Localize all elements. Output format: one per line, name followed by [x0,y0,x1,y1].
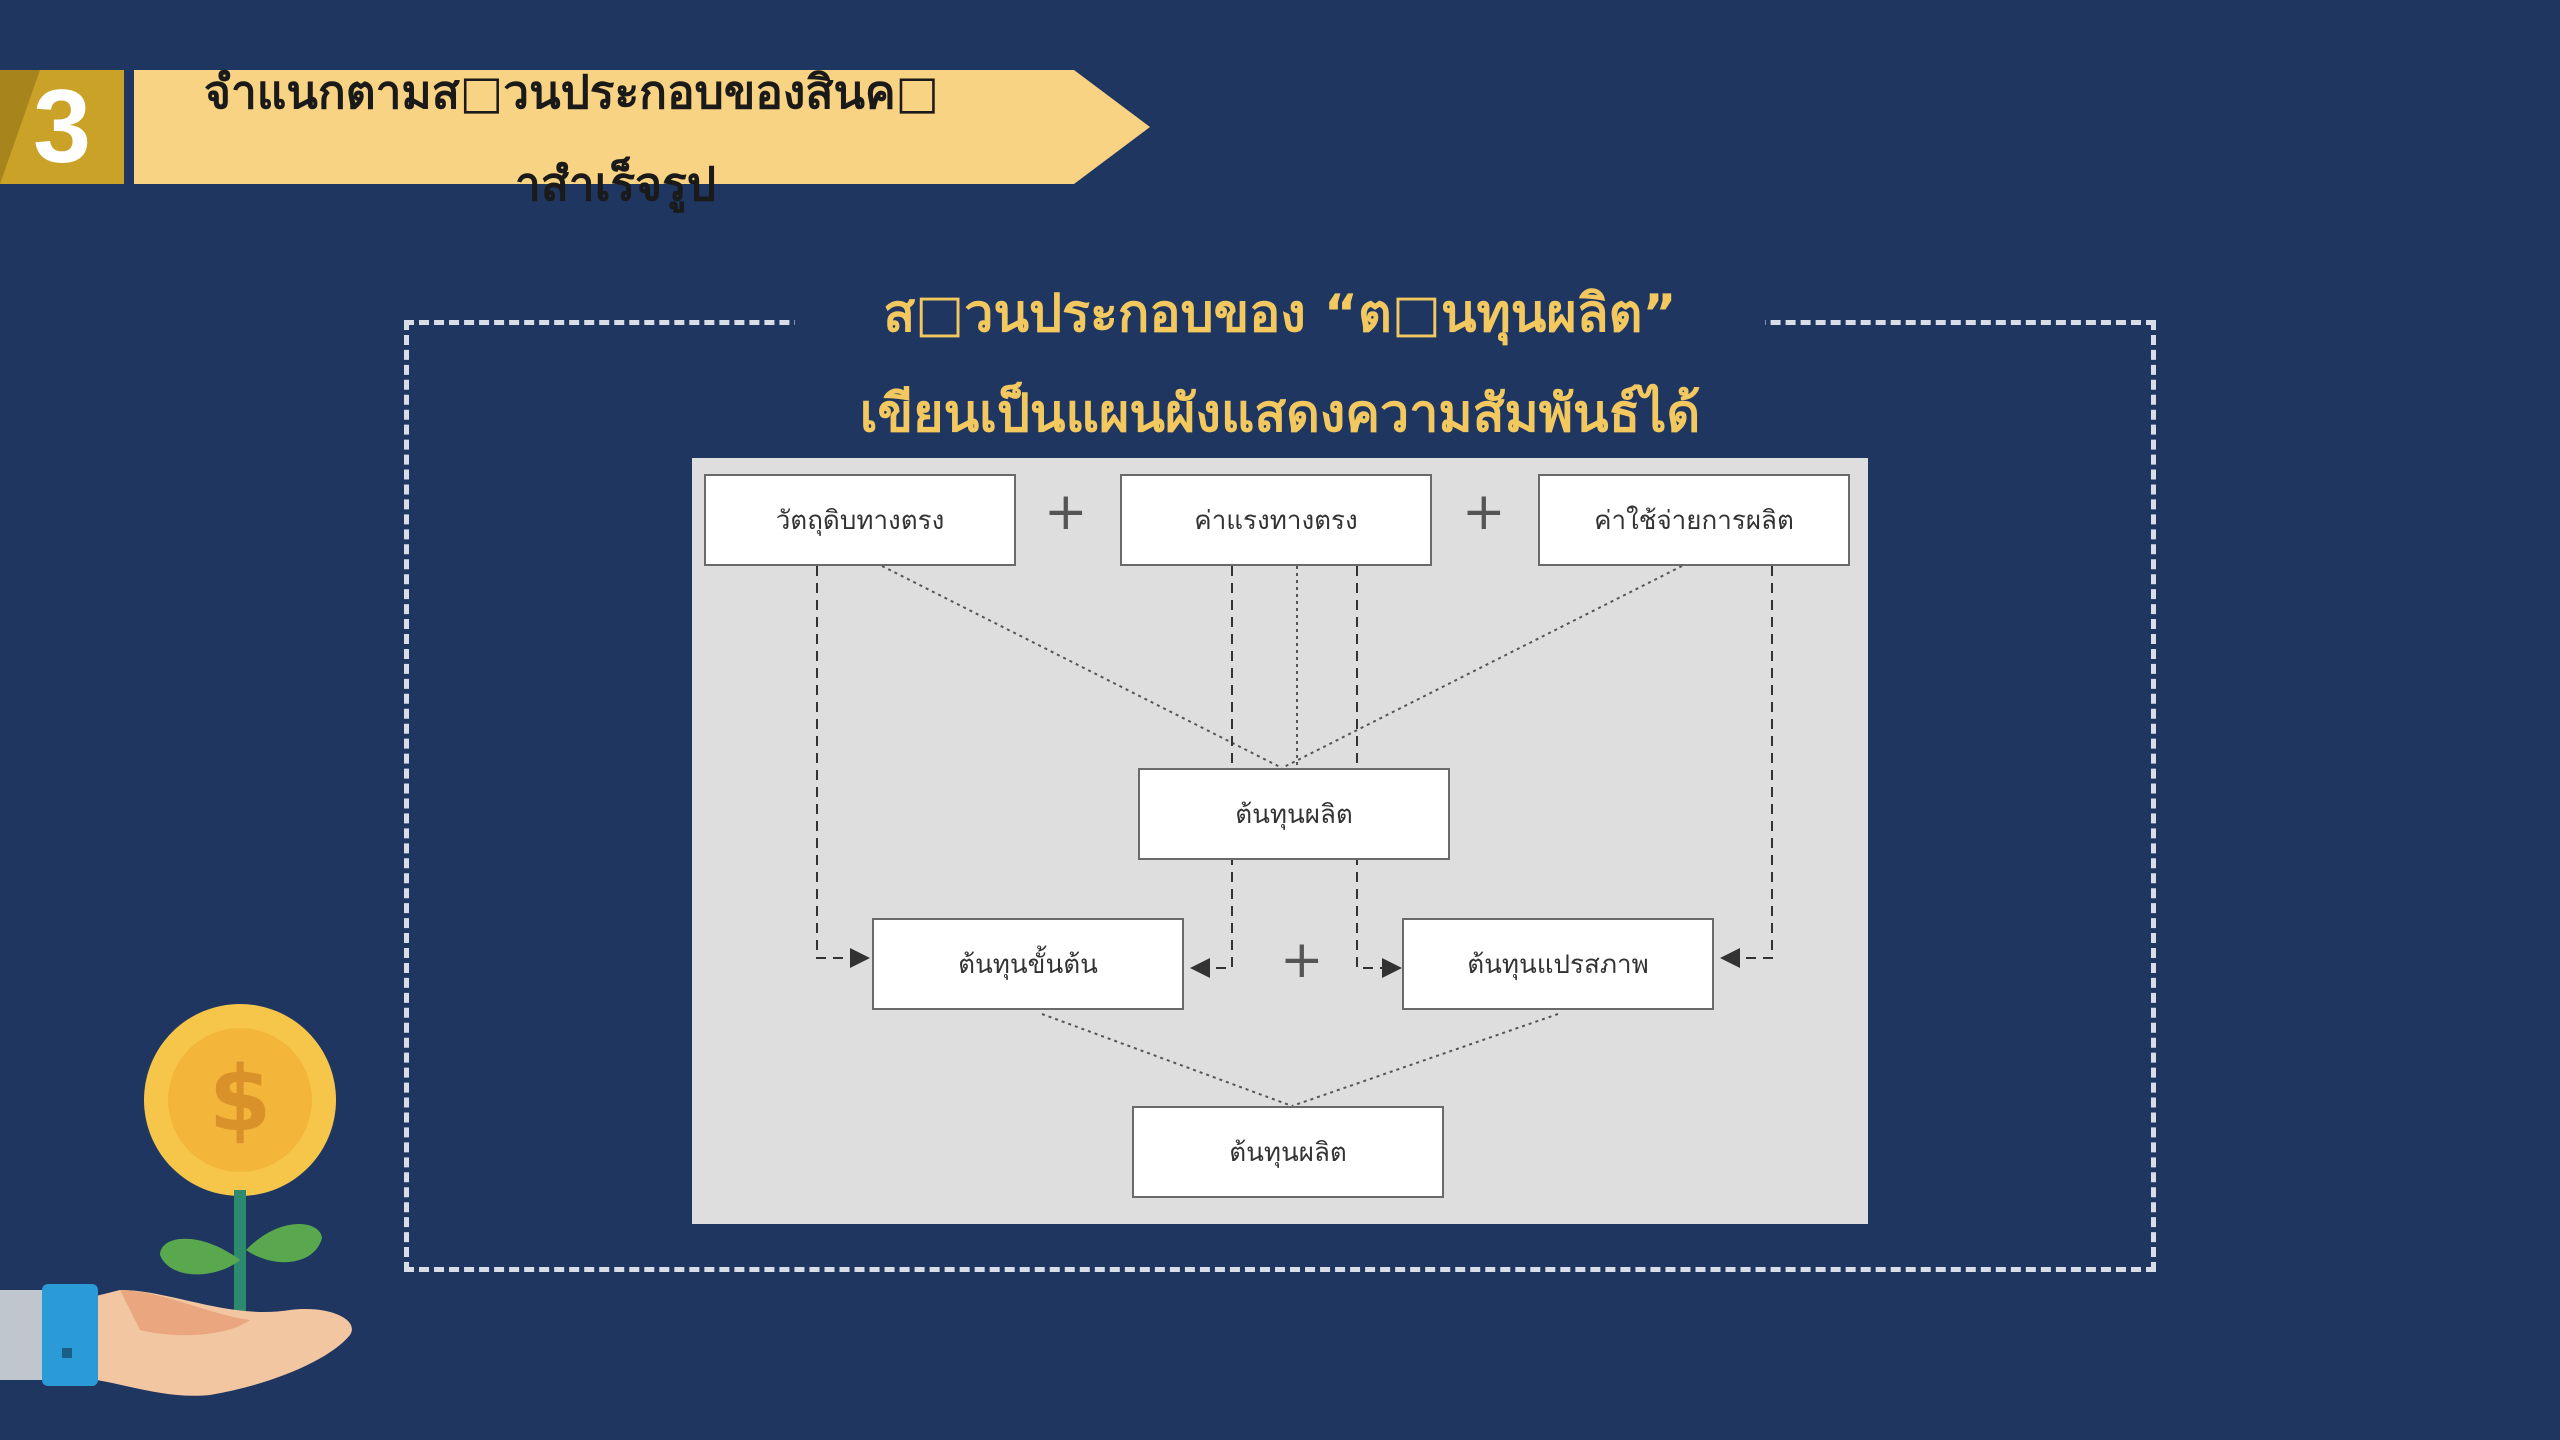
node-direct-labor: ค่าแรงทางตรง [1120,474,1432,566]
section-heading-line-2: เขียนเป็นแผนผังแสดงความสัมพันธ์ได้ [859,384,1701,444]
title-banner [134,70,1150,184]
heading-mask [795,300,1765,360]
dashed-labor-to-prime [1190,566,1233,978]
svg-text:$: $ [209,1047,272,1152]
dotted-overhead-to-production [1281,565,1683,769]
dotted-material-to-production [881,565,1283,769]
plus-operator-1: + [1044,482,1088,542]
title-line-1: จำแนกตามส□วนประกอบของสินค□ [204,65,940,119]
title-line-2: าสำเร็จรูป [515,157,717,211]
node-direct-material: วัตถุดิบทางตรง [704,474,1016,566]
plus-operator-3: + [1280,930,1324,990]
node-production-cost-mid: ต้นทุนผลิต [1138,768,1450,860]
node-conversion-cost: ต้นทุนแปรสภาพ [1402,918,1714,1010]
badge-shade [0,70,40,184]
money-plant-hand-icon: $ [0,1004,352,1396]
dotted-conversion-to-total [1291,1013,1559,1107]
dotted-prime-to-total [1041,1013,1293,1107]
cost-diagram: วัตถุดิบทางตรง ค่าแรงทางตรง ค่าใช้จ่ายกา… [692,458,1868,1224]
node-overhead: ค่าใช้จ่ายการผลิต [1538,474,1850,566]
plus-operator-2: + [1462,482,1506,542]
node-prime-cost: ต้นทุนขั้นต้น [872,918,1184,1010]
section-heading-line-1: ส□วนประกอบของ “ต□นทุนผลิต” [883,284,1677,344]
dashed-overhead-to-conversion [1720,566,1773,968]
dashed-material-to-prime [816,566,870,968]
node-production-cost-total: ต้นทุนผลิต [1132,1106,1444,1198]
dashed-labor-to-conversion [1356,566,1402,978]
diagram-connectors [816,565,1773,1107]
